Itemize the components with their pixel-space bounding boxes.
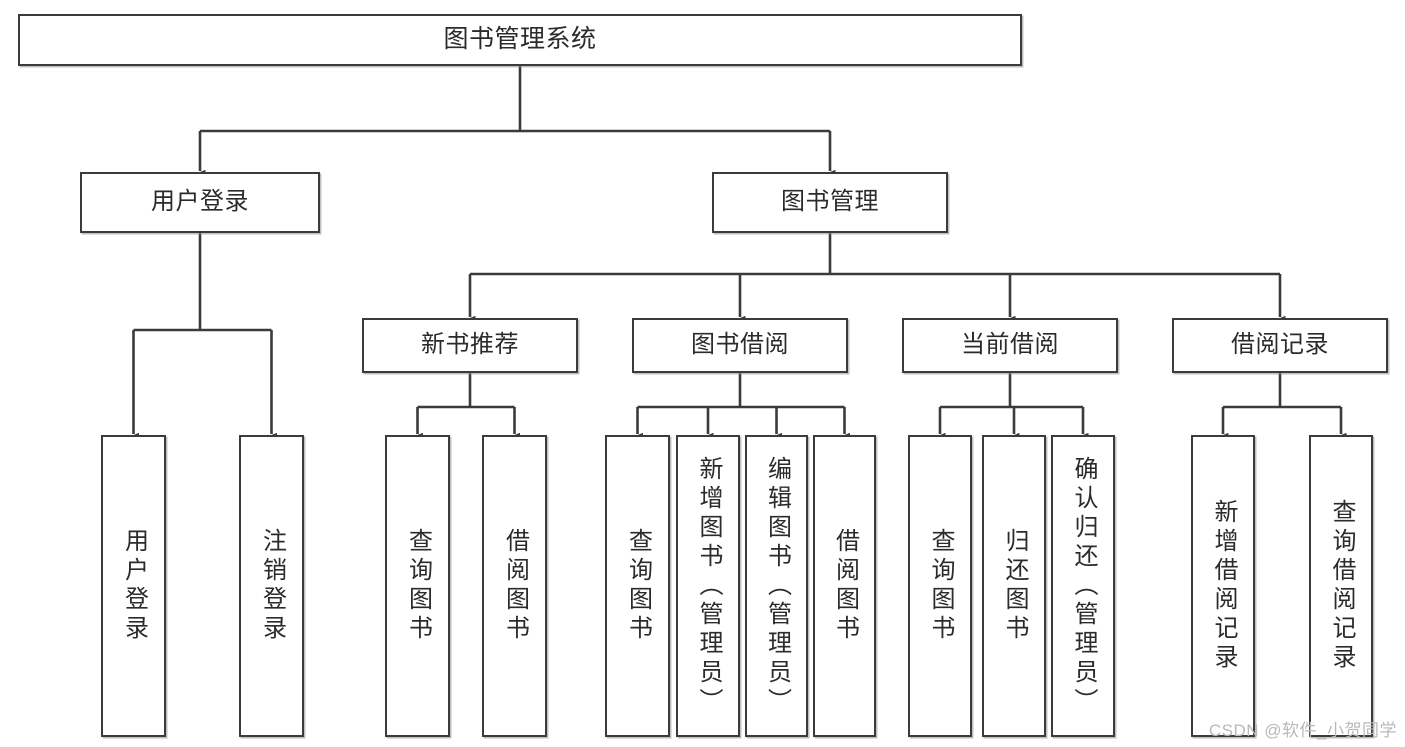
node-leaf-user-login[interactable]: 用户登录 <box>101 435 166 737</box>
node-label-current-borrow: 当前借阅 <box>961 331 1059 359</box>
node-label-leaf-qry-record: 查询借阅记录 <box>1328 499 1355 673</box>
node-label-new-book-rec: 新书推荐 <box>421 331 519 359</box>
node-label-leaf-borrow-1: 借阅图书 <box>501 528 529 644</box>
node-book-borrow[interactable]: 图书借阅 <box>632 318 848 373</box>
node-new-book-rec[interactable]: 新书推荐 <box>362 318 578 373</box>
node-leaf-query-2[interactable]: 查询图书 <box>605 435 670 737</box>
node-label-borrow-record: 借阅记录 <box>1231 331 1329 359</box>
node-label-leaf-add-book: 新增图书（管理员） <box>695 455 722 717</box>
node-leaf-query-1[interactable]: 查询图书 <box>385 435 450 737</box>
node-borrow-record[interactable]: 借阅记录 <box>1172 318 1388 373</box>
node-label-book-manage: 图书管理 <box>781 188 879 216</box>
node-label-leaf-confirm: 确认归还（管理员） <box>1070 455 1097 717</box>
csdn-watermark: CSDN @软件_小贺同学 <box>1208 721 1397 740</box>
node-label-leaf-return: 归还图书 <box>1001 528 1028 644</box>
node-leaf-add-book[interactable]: 新增图书（管理员） <box>676 435 740 737</box>
node-leaf-confirm[interactable]: 确认归还（管理员） <box>1051 435 1115 737</box>
node-label-leaf-user-login: 用户登录 <box>120 528 148 644</box>
node-label-leaf-query-1: 查询图书 <box>404 528 432 644</box>
node-label-leaf-query-2: 查询图书 <box>624 528 652 644</box>
node-label-leaf-edit-book: 编辑图书（管理员） <box>763 455 791 717</box>
node-book-manage[interactable]: 图书管理 <box>712 172 948 233</box>
node-current-borrow[interactable]: 当前借阅 <box>902 318 1118 373</box>
connector-edges <box>128 66 1347 442</box>
node-root[interactable]: 图书管理系统 <box>18 14 1022 66</box>
node-leaf-borrow-2[interactable]: 借阅图书 <box>813 435 876 737</box>
node-leaf-edit-book[interactable]: 编辑图书（管理员） <box>745 435 808 737</box>
node-label-leaf-add-record: 新增借阅记录 <box>1210 499 1237 673</box>
node-label-leaf-logout: 注销登录 <box>258 528 286 644</box>
node-label-leaf-query-3: 查询图书 <box>927 528 954 644</box>
node-label-book-borrow: 图书借阅 <box>691 331 789 359</box>
node-label-leaf-borrow-2: 借阅图书 <box>831 528 859 644</box>
node-leaf-add-record[interactable]: 新增借阅记录 <box>1191 435 1255 737</box>
node-label-root: 图书管理系统 <box>443 25 597 54</box>
node-leaf-logout[interactable]: 注销登录 <box>239 435 304 737</box>
node-leaf-qry-record[interactable]: 查询借阅记录 <box>1309 435 1373 737</box>
node-label-user-login: 用户登录 <box>151 188 249 216</box>
node-leaf-return[interactable]: 归还图书 <box>982 435 1046 737</box>
node-user-login[interactable]: 用户登录 <box>80 172 320 233</box>
node-leaf-borrow-1[interactable]: 借阅图书 <box>482 435 547 737</box>
node-leaf-query-3[interactable]: 查询图书 <box>908 435 972 737</box>
